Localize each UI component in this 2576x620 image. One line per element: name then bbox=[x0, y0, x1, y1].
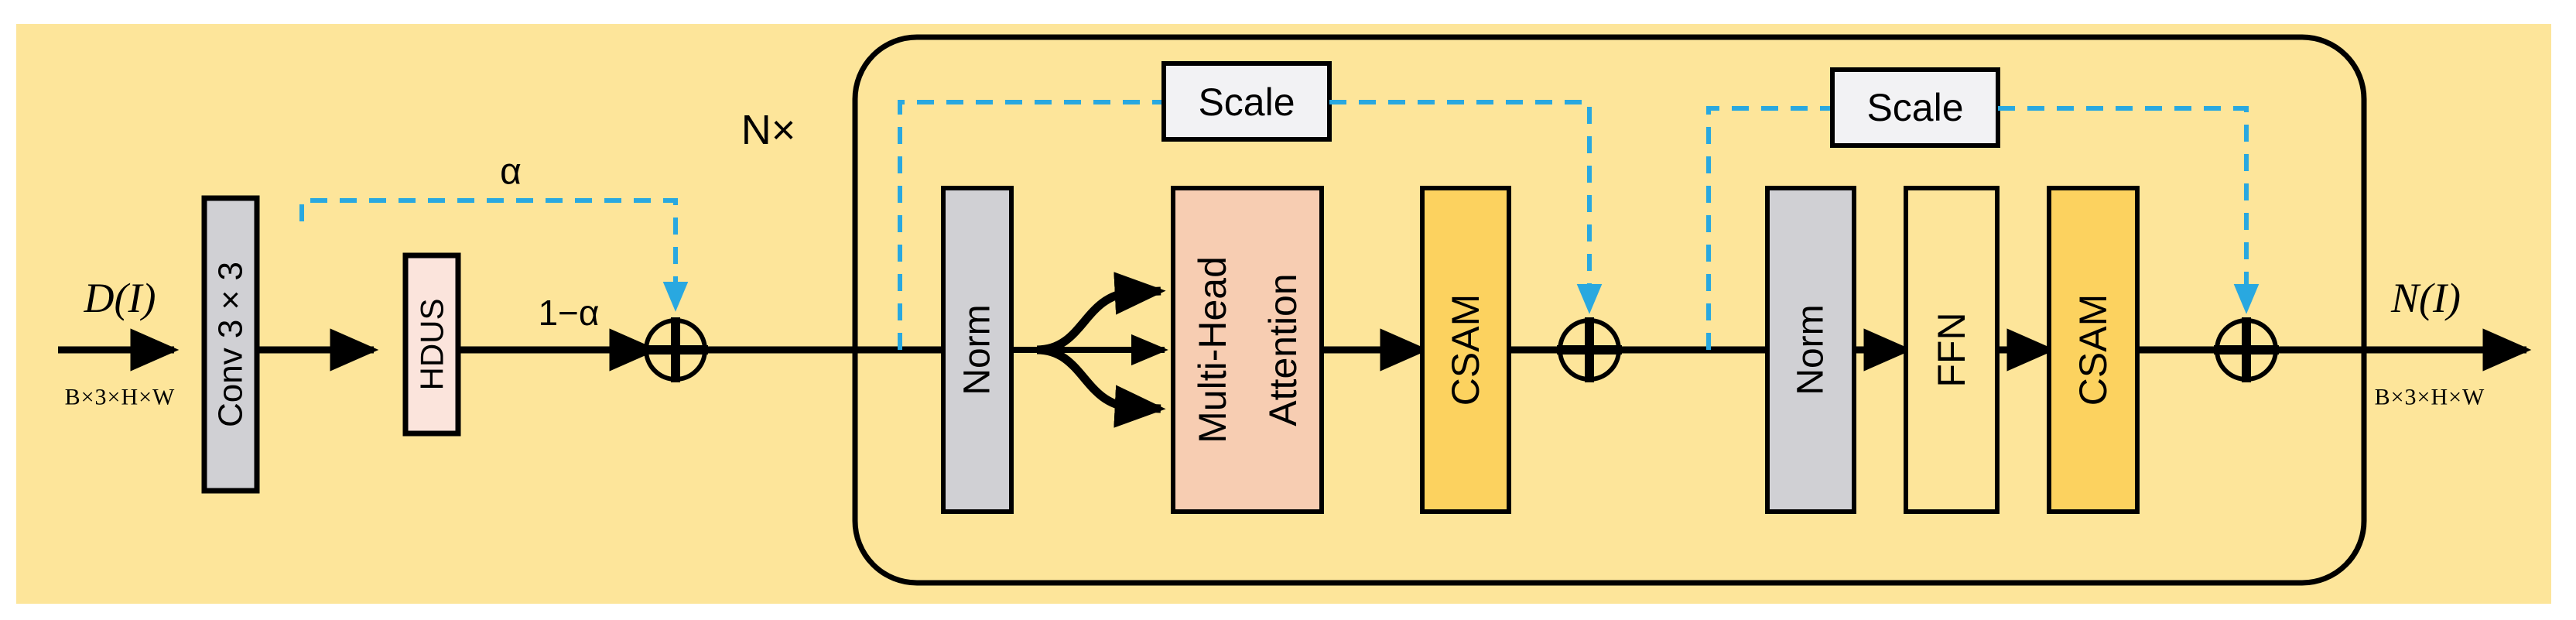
ffn-residual-path-out bbox=[1998, 106, 2260, 314]
transformer-block-container bbox=[852, 34, 2367, 586]
block-attention-label-line2: Attention bbox=[1261, 273, 1305, 426]
output-shape-label: B×3×H×W bbox=[2375, 385, 2485, 410]
ffn-residual-path bbox=[1706, 106, 1832, 350]
qkv-split-arrows bbox=[1011, 272, 1168, 428]
block-multi-head-attention bbox=[1171, 186, 1324, 514]
block-norm-2 bbox=[1765, 186, 1856, 514]
block-csam-2-label: CSAM bbox=[2071, 294, 2115, 406]
attention-residual-path bbox=[898, 100, 1164, 350]
block-csam-1 bbox=[1420, 186, 1511, 514]
alpha-skip-path bbox=[299, 198, 689, 312]
input-signal-label: D(I) bbox=[84, 275, 156, 321]
block-csam-1-label: CSAM bbox=[1444, 294, 1487, 406]
input-shape-label: B×3×H×W bbox=[65, 385, 176, 410]
alpha-label: α bbox=[500, 152, 522, 193]
block-hdus bbox=[402, 252, 461, 437]
block-scale-2-label: Scale bbox=[1866, 86, 1963, 129]
block-ffn bbox=[1904, 186, 2000, 514]
block-scale-2 bbox=[1830, 67, 2000, 148]
attention-residual-path-out bbox=[1329, 100, 1603, 314]
block-norm-1-label: Norm bbox=[957, 304, 998, 395]
block-scale-1-label: Scale bbox=[1198, 80, 1295, 124]
block-attention-label-line1: Multi-Head bbox=[1191, 256, 1234, 444]
one-minus-alpha-label: 1−α bbox=[538, 293, 599, 333]
block-norm-2-label: Norm bbox=[1791, 304, 1832, 395]
block-ffn-label: FFN bbox=[1930, 312, 1973, 387]
repeat-count-label: N× bbox=[741, 107, 796, 153]
block-conv-label: Conv 3 × 3 bbox=[212, 262, 250, 427]
block-hdus-label: HDUS bbox=[414, 298, 450, 390]
output-signal-label: N(I) bbox=[2390, 275, 2461, 321]
block-conv bbox=[201, 195, 260, 494]
